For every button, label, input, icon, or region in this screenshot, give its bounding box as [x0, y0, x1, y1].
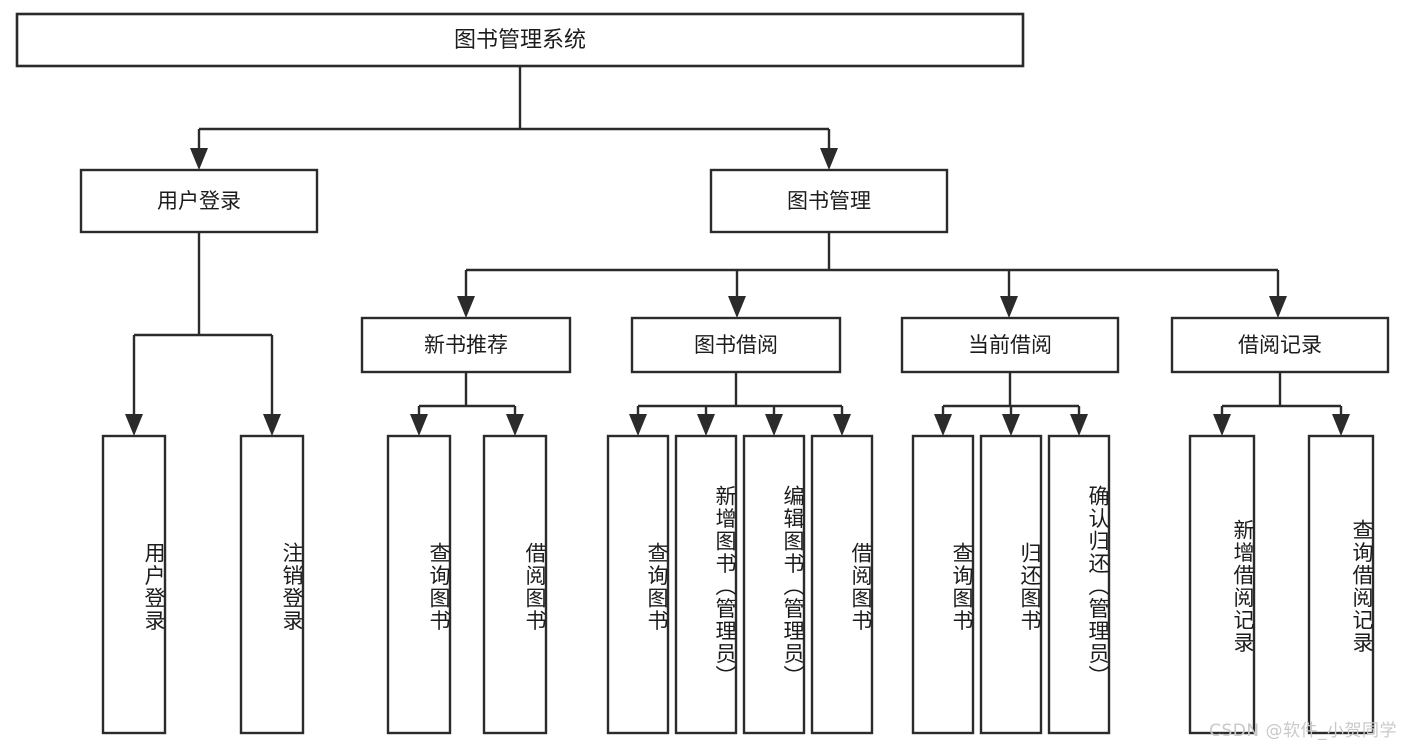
arrow-head-leaf-4-1	[1332, 414, 1350, 436]
root-node-box[interactable]	[15, 12, 1025, 68]
arrow-head-leaf-0-0	[125, 414, 143, 436]
leaf-node-box[interactable]	[742, 434, 806, 735]
arrow-head-leaf-1-1	[506, 414, 524, 436]
watermark-text: CSDN @软件_小贺同学	[1209, 721, 1397, 741]
level3-node-box[interactable]	[360, 316, 572, 374]
leaf-node-box[interactable]	[810, 434, 874, 735]
level2-node-label: 图书管理	[787, 189, 871, 213]
level3-node-label: 借阅记录	[1238, 333, 1322, 357]
arrow-head-leaf-3-2	[1070, 414, 1088, 436]
leaf-node-确认归还管理员-10[interactable]	[1047, 434, 1111, 735]
arrow-head-level3-3	[1269, 296, 1287, 318]
arrow-head-leaf-2-1	[697, 414, 715, 436]
leaf-node-归还图书-9[interactable]	[979, 434, 1043, 735]
leaf-node-用户登录-0[interactable]	[101, 434, 167, 735]
leaf-node-借阅图书-3[interactable]	[482, 434, 548, 735]
leaf-node-box[interactable]	[911, 434, 975, 735]
level3-node-box[interactable]	[900, 316, 1120, 374]
level3-node-label: 图书借阅	[694, 333, 778, 357]
arrow-head-level3-2	[1000, 296, 1018, 318]
arrow-head-leaf-1-0	[410, 414, 428, 436]
root-node-label: 图书管理系统	[454, 28, 586, 53]
leaf-node-借阅图书-7[interactable]	[810, 434, 874, 735]
level2-node-label: 用户登录	[157, 189, 241, 213]
leaf-node-box[interactable]	[979, 434, 1043, 735]
level3-node-label: 当前借阅	[968, 333, 1052, 357]
arrow-head-level3-0	[457, 296, 475, 318]
leaf-node-box[interactable]	[1188, 434, 1256, 735]
leaf-node-新增图书管理员-5[interactable]	[674, 434, 738, 735]
arrow-head-level2-1	[820, 148, 838, 170]
leaf-node-box[interactable]	[1047, 434, 1111, 735]
leaf-node-box[interactable]	[239, 434, 305, 735]
arrow-head-leaf-4-0	[1213, 414, 1231, 436]
connector-layer	[125, 66, 1350, 436]
level3-node-新书推荐[interactable]: 新书推荐	[360, 316, 572, 374]
level3-node-box[interactable]	[630, 316, 842, 374]
arrow-head-leaf-2-2	[765, 414, 783, 436]
level3-node-label: 新书推荐	[424, 333, 508, 357]
level2-node-box[interactable]	[709, 168, 949, 234]
level2-node-用户登录[interactable]: 用户登录	[79, 168, 319, 234]
arrow-head-leaf-2-0	[629, 414, 647, 436]
arrow-head-level2-0	[190, 148, 208, 170]
leaf-node-box[interactable]	[101, 434, 167, 735]
root-node-图书管理系统[interactable]: 图书管理系统	[15, 12, 1025, 68]
arrow-head-leaf-3-1	[1002, 414, 1020, 436]
level3-node-当前借阅[interactable]: 当前借阅	[900, 316, 1120, 374]
level3-node-借阅记录[interactable]: 借阅记录	[1170, 316, 1390, 374]
arrow-head-leaf-2-3	[833, 414, 851, 436]
arrow-head-level3-1	[728, 296, 746, 318]
leaf-node-box[interactable]	[674, 434, 738, 735]
leaf-node-查询借阅记录-12[interactable]	[1307, 434, 1375, 735]
level2-node-图书管理[interactable]: 图书管理	[709, 168, 949, 234]
leaf-node-box[interactable]	[482, 434, 548, 735]
leaf-node-box[interactable]	[386, 434, 452, 735]
leaf-node-查询图书-4[interactable]	[606, 434, 670, 735]
leaf-node-新增借阅记录-11[interactable]	[1188, 434, 1256, 735]
leaf-node-查询图书-8[interactable]	[911, 434, 975, 735]
level3-node-图书借阅[interactable]: 图书借阅	[630, 316, 842, 374]
level2-node-box[interactable]	[79, 168, 319, 234]
leaf-node-box[interactable]	[606, 434, 670, 735]
leaf-node-编辑图书管理员-6[interactable]	[742, 434, 806, 735]
arrow-head-leaf-0-1	[263, 414, 281, 436]
arrow-head-leaf-3-0	[934, 414, 952, 436]
level3-node-box[interactable]	[1170, 316, 1390, 374]
leaf-node-查询图书-2[interactable]	[386, 434, 452, 735]
leaf-node-box[interactable]	[1307, 434, 1375, 735]
leaf-node-注销登录-1[interactable]	[239, 434, 305, 735]
